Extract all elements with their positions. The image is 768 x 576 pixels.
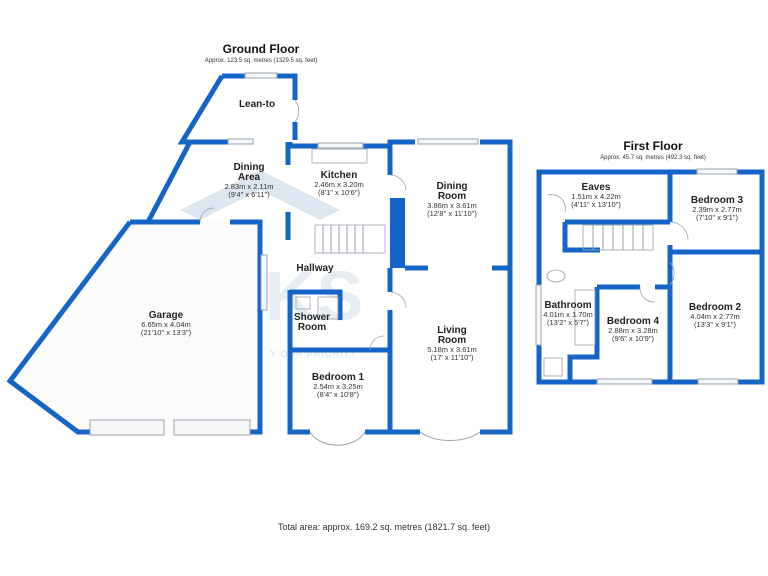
svg-text:Garage: Garage: [149, 310, 184, 321]
watermark-letters: KS: [265, 257, 364, 335]
lean-to-window-2: [227, 138, 254, 145]
svg-text:(13'2" x 5'7"): (13'2" x 5'7"): [547, 318, 589, 327]
svg-text:Dining: Dining: [233, 162, 264, 173]
svg-text:(4'11" x 13'10"): (4'11" x 13'10"): [571, 200, 621, 209]
hallway-window: [260, 254, 268, 311]
garage-door-2: [173, 419, 251, 436]
first-floor-plan: Eaves 1.51m x 4.22m (4'11" x 13'10") Bed…: [535, 168, 765, 385]
shower-tray: [317, 296, 339, 320]
living-room-bay-window: [419, 431, 481, 441]
svg-text:Dining: Dining: [436, 181, 467, 192]
svg-text:Room: Room: [438, 191, 466, 202]
watermark-roof-shape: [180, 170, 340, 220]
svg-text:2.54m x 3.25m: 2.54m x 3.25m: [313, 382, 363, 391]
svg-text:6.65m x 4.04m: 6.65m x 4.04m: [141, 320, 191, 329]
shower-tray-first-floor: [543, 357, 563, 377]
bedroom-3-window: [696, 168, 738, 175]
chimney-breast: [390, 198, 405, 268]
room-label-living-room: Living Room 5.18m x 3.61m (17' x 11'10"): [427, 325, 477, 362]
ground-floor-title: Ground Floor: [223, 42, 300, 56]
svg-text:4.01m x 1.70m: 4.01m x 1.70m: [543, 310, 593, 319]
room-label-dining-room: Dining Room 3.86m x 3.61m (12'8" x 11'10…: [427, 181, 477, 218]
ground-floor-stairs: [314, 224, 386, 254]
lean-to-window: [244, 72, 278, 79]
svg-text:Kitchen: Kitchen: [321, 170, 358, 181]
svg-text:(17' x 11'10"): (17' x 11'10"): [431, 353, 474, 362]
svg-text:Eaves: Eaves: [582, 182, 611, 193]
svg-text:Bedroom 3: Bedroom 3: [691, 195, 744, 206]
bedroom-1-door: [369, 335, 385, 351]
svg-text:2.83m x 2.11m: 2.83m x 2.11m: [224, 182, 273, 191]
room-label-bathroom: Bathroom 4.01m x 1.70m (13'2" x 5'7"): [543, 300, 593, 327]
lean-to-door: [294, 99, 300, 123]
svg-text:(7'10" x 9'1"): (7'10" x 9'1"): [696, 213, 738, 222]
room-label-garage: Garage 6.65m x 4.04m (21'10" x 13'3"): [141, 310, 192, 337]
watermark-logo: KS Y OUR PRIORITY: [180, 170, 364, 359]
svg-text:Living: Living: [437, 325, 466, 336]
total-area: Total area: approx. 169.2 sq. metres (18…: [278, 522, 490, 532]
toilet: [546, 269, 566, 283]
eaves-door: [547, 194, 566, 213]
bedroom-4-window: [596, 378, 653, 385]
kitchen-door: [389, 174, 407, 191]
bedroom-4-door: [639, 286, 656, 303]
svg-text:Lean-to: Lean-to: [239, 99, 275, 110]
svg-text:Room: Room: [438, 335, 466, 346]
room-label-hallway: Hallway: [296, 263, 334, 274]
ground-floor-area: Approx. 123.5 sq. metres (1329.5 sq. fee…: [205, 58, 317, 64]
room-label-bedroom-2: Bedroom 2 4.04m x 2.77m (13'3" x 9'1"): [689, 302, 742, 329]
svg-text:1.51m x 4.22m: 1.51m x 4.22m: [571, 192, 621, 201]
svg-text:(8'4" x 10'8"): (8'4" x 10'8"): [317, 390, 359, 399]
lean-to-walls: [177, 72, 300, 145]
bedroom-2-door: [669, 261, 675, 286]
svg-text:Hallway: Hallway: [296, 263, 334, 274]
shower-room-basin: [295, 296, 311, 310]
svg-text:2.39m x 2.77m: 2.39m x 2.77m: [692, 205, 742, 214]
bedroom-1-bay-window: [309, 431, 366, 446]
svg-text:Bedroom 4: Bedroom 4: [607, 316, 660, 327]
living-room-door: [389, 291, 407, 309]
kitchen-window: [317, 142, 364, 149]
svg-text:Shower: Shower: [294, 312, 330, 323]
bathroom-window: [535, 284, 542, 346]
bath-tub: [574, 289, 596, 346]
svg-text:(8'1" x 10'6"): (8'1" x 10'6"): [318, 188, 360, 197]
svg-text:4.04m x 2.77m: 4.04m x 2.77m: [690, 312, 740, 321]
svg-text:3.86m x 3.61m: 3.86m x 3.61m: [427, 201, 477, 210]
svg-text:(13'3" x 9'1"): (13'3" x 9'1"): [694, 320, 736, 329]
garage-door-internal: [199, 207, 215, 223]
first-floor-title: First Floor: [623, 139, 683, 153]
room-label-bedroom-3: Bedroom 3 2.39m x 2.77m (7'10" x 9'1"): [691, 195, 744, 222]
first-floor-stairs: [582, 224, 654, 251]
kitchen-counter: [311, 148, 368, 164]
watermark-tagline: Y OUR PRIORITY: [270, 349, 357, 359]
svg-text:(12'8" x 11'10"): (12'8" x 11'10"): [427, 209, 477, 218]
svg-text:5.18m x 3.61m: 5.18m x 3.61m: [427, 345, 477, 354]
room-label-lean-to: Lean-to: [239, 99, 275, 110]
bedroom-2-window: [697, 378, 739, 385]
bedroom-3-door: [669, 221, 689, 241]
svg-text:Area: Area: [238, 172, 261, 183]
svg-text:Bedroom 1: Bedroom 1: [312, 372, 365, 383]
dining-room-window: [417, 138, 479, 145]
room-label-dining-area: Dining Area 2.83m x 2.11m (9'4" x 6'11"): [224, 162, 273, 199]
svg-text:(21'10" x 13'3"): (21'10" x 13'3"): [141, 328, 192, 337]
svg-text:2.88m x 3.28m: 2.88m x 3.28m: [608, 326, 658, 335]
room-label-kitchen: Kitchen 2.46m x 3.20m (8'1" x 10'6"): [314, 170, 364, 197]
first-floor-area: Approx. 45.7 sq. metres (492.3 sq. feet): [600, 155, 706, 161]
svg-text:Bedroom 2: Bedroom 2: [689, 302, 742, 313]
room-label-bedroom-4: Bedroom 4 2.88m x 3.28m (9'6" x 10'9"): [607, 316, 660, 343]
svg-text:Bathroom: Bathroom: [544, 300, 591, 311]
garage-door-1: [89, 419, 165, 436]
svg-text:(9'6" x 10'9"): (9'6" x 10'9"): [612, 334, 654, 343]
svg-text:Room: Room: [298, 322, 326, 333]
ground-floor-plan: Lean-to Dining Area 2.83m x 2.11m (9'4" …: [6, 72, 513, 446]
room-label-shower-room: Shower Room: [294, 312, 330, 333]
room-label-bedroom-1: Bedroom 1 2.54m x 3.25m (8'4" x 10'8"): [312, 372, 365, 399]
room-label-eaves: Eaves 1.51m x 4.22m (4'11" x 13'10"): [571, 182, 621, 209]
svg-text:2.46m x 3.20m: 2.46m x 3.20m: [314, 180, 364, 189]
svg-text:(9'4" x 6'11"): (9'4" x 6'11"): [228, 190, 270, 199]
